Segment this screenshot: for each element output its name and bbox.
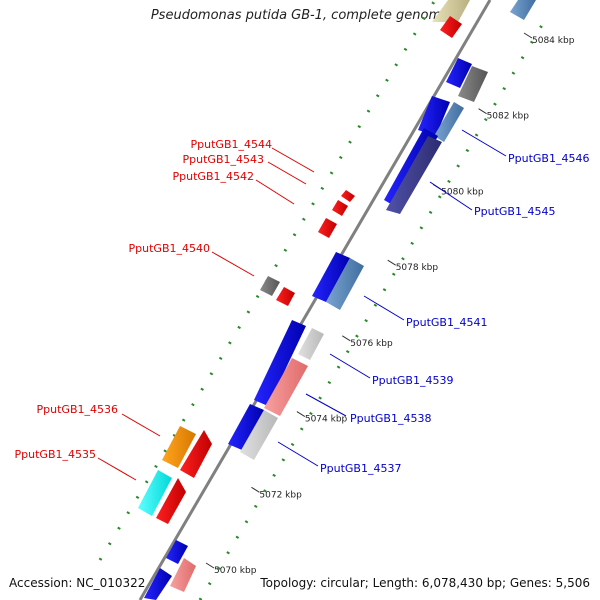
gene-arrow-4538[interactable] [264, 358, 308, 416]
forward-strand-genes [138, 0, 470, 592]
topology-summary: Topology: circular; Length: 6,078,430 bp… [260, 576, 590, 590]
tick-label: 5070 kbp [214, 566, 257, 576]
gene-arrow-4544[interactable] [341, 190, 355, 202]
gc-content-track-outer [98, 0, 437, 561]
tick-mark [387, 259, 396, 266]
gene-arrow-4540-gray[interactable] [260, 276, 280, 296]
tick-mark [205, 562, 215, 569]
gene-label-4545[interactable]: PputGB1_4545 [474, 205, 555, 218]
gene-arrow-4530-pink[interactable] [170, 558, 196, 592]
tick-label: 5072 kbp [259, 490, 302, 500]
tick-label: 5076 kbp [350, 339, 393, 349]
gene-arrow-4539-light[interactable] [298, 328, 324, 360]
tick-label: 5074 kbp [305, 415, 348, 425]
gene-arrow-4546-steel[interactable] [434, 102, 464, 142]
gene-arrow-olive[interactable] [432, 0, 470, 22]
gene-arrow-4531[interactable] [166, 540, 188, 564]
genome-backbone [138, 0, 492, 600]
reverse-strand-genes [144, 0, 536, 600]
gene-arrow-4547[interactable] [446, 58, 472, 88]
tick-label: 5084 kbp [532, 36, 575, 46]
tick-mark [523, 32, 533, 39]
gene-arrow-4535-cyan[interactable] [138, 470, 172, 516]
gene-arrow-4536-orange[interactable] [162, 426, 196, 468]
gene-label-4543[interactable]: PputGB1_4543 [183, 153, 264, 166]
gene-arrow-4536[interactable] [180, 430, 212, 478]
gene-arrow-4530[interactable] [144, 568, 172, 600]
gene-label-4542[interactable]: PputGB1_4542 [173, 170, 254, 183]
tick-mark [251, 486, 260, 493]
tick-label: 5080 kbp [441, 187, 484, 197]
gene-arrow-4539[interactable] [254, 320, 306, 406]
right-gene-labels: PputGB1_4546 PputGB1_4545 PputGB1_4541 P… [320, 152, 589, 475]
gene-label-4535[interactable]: PputGB1_4535 [15, 448, 96, 461]
accession-label: Accession: NC_010322 [9, 576, 146, 590]
tick-label: 5078 kbp [396, 263, 439, 273]
gene-label-4546[interactable]: PputGB1_4546 [508, 152, 589, 165]
gene-arrow-4544-a[interactable] [440, 16, 462, 38]
gene-label-4537[interactable]: PputGB1_4537 [320, 462, 401, 475]
gene-label-4544[interactable]: PputGB1_4544 [191, 138, 272, 151]
gene-arrow-4541-steel[interactable] [326, 258, 364, 310]
tick-marks: 5070 kbp 5072 kbp 5074 kbp 5076 kbp 5078 kbp… [205, 32, 575, 576]
tick-mark [342, 335, 351, 342]
gene-arrow-4540[interactable] [276, 287, 295, 306]
gene-label-4539[interactable]: PputGB1_4539 [372, 374, 453, 387]
gene-arrow-4537[interactable] [228, 404, 264, 450]
gene-arrow-4547-gray[interactable] [458, 66, 488, 102]
gene-label-4540[interactable]: PputGB1_4540 [129, 242, 210, 255]
gene-arrow-4542[interactable] [318, 218, 337, 238]
gene-arrow-4545-navy[interactable] [386, 136, 442, 214]
gene-arrow-top-steel[interactable] [510, 0, 536, 20]
tick-label: 5082 kbp [487, 112, 530, 122]
gene-arrow-4543[interactable] [332, 200, 348, 216]
right-leader-lines [277, 129, 507, 467]
tick-mark [296, 411, 306, 417]
gene-arrow-4541[interactable] [312, 252, 350, 302]
gene-label-4541[interactable]: PputGB1_4541 [406, 316, 487, 329]
left-leader-lines [97, 147, 315, 481]
tick-mark [478, 108, 487, 115]
gene-arrow-4537-light[interactable] [240, 410, 278, 460]
left-gene-labels: PputGB1_4544 PputGB1_4543 PputGB1_4542 P… [15, 138, 272, 461]
gene-arrow-4535[interactable] [156, 478, 186, 524]
gc-content-track-inner [198, 19, 547, 600]
gene-label-4536[interactable]: PputGB1_4536 [37, 403, 118, 416]
map-title: Pseudomonas putida GB-1, complete genome [150, 8, 450, 23]
gene-label-4538[interactable]: PputGB1_4538 [350, 412, 431, 425]
gene-arrow-4546[interactable] [418, 96, 450, 136]
